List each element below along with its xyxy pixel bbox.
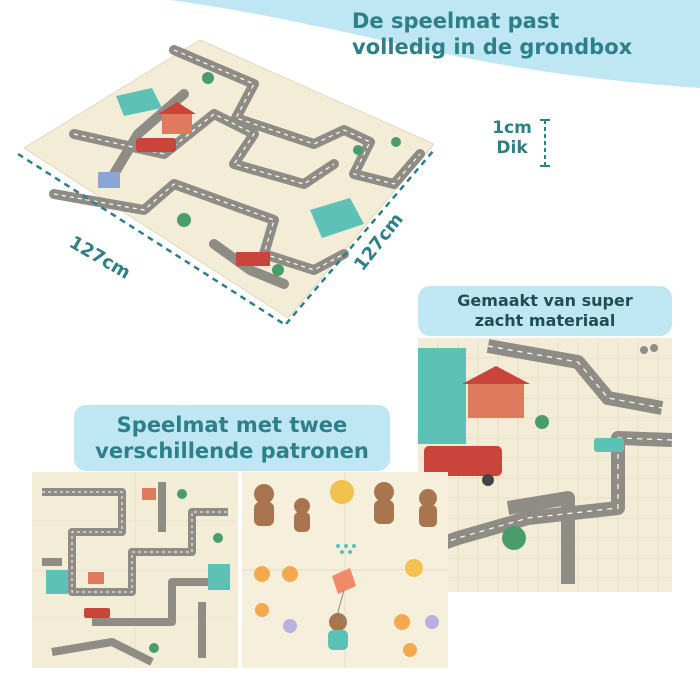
two-patterns-callout: Speelmat met twee verschillende patronen	[74, 405, 390, 471]
soft-material-line-1: Gemaakt van super	[457, 291, 633, 310]
playmat-illustration	[17, 39, 434, 324]
top-wave-banner	[0, 0, 700, 88]
thickness-value: 1cm	[492, 118, 532, 138]
thickness-caption: Dik	[496, 138, 528, 159]
page-title-line-1: De speelmat past	[352, 9, 560, 33]
two-patterns-line-1: Speelmat met twee	[116, 412, 348, 437]
soft-material-callout: Gemaakt van super zacht materiaal	[418, 286, 672, 336]
two-patterns-line-2: verschillende patronen	[95, 439, 369, 463]
thickness-label: 1cm Dik	[482, 118, 542, 159]
soft-material-closeup-photo	[418, 338, 672, 592]
page-title-line-2: volledig in de grondbox	[352, 35, 633, 60]
page-title: De speelmat past volledig in de grondbox	[352, 8, 692, 61]
thickness-bracket-icon	[540, 119, 550, 167]
pattern-city-roads-photo	[32, 472, 238, 668]
soft-material-line-2: zacht materiaal	[474, 311, 616, 330]
pattern-bears-photo	[242, 472, 448, 668]
